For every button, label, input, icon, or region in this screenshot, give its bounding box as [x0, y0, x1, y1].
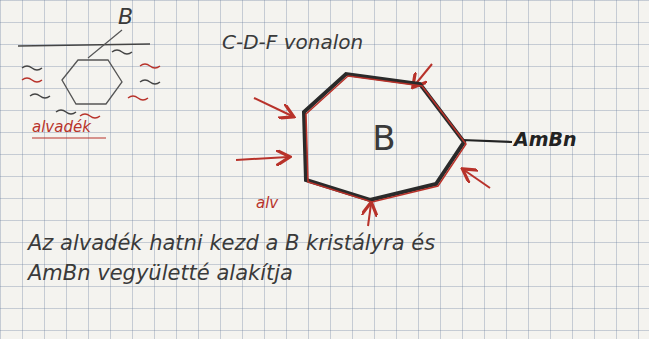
node-label: B: [372, 118, 395, 158]
arrows: [236, 64, 490, 226]
label: alvadék: [32, 118, 91, 136]
crystal-hexagon: B: [300, 72, 468, 204]
line: [88, 30, 122, 58]
small-hexagon: [62, 60, 122, 104]
label: AmBn: [514, 128, 577, 150]
underline: [32, 137, 106, 138]
label: C-D-F vonalon: [222, 30, 363, 54]
tildes: [22, 50, 160, 118]
bond-line: [462, 140, 512, 142]
line: [18, 44, 150, 46]
note-text: Az alvadék hatni kezd a B kristályra és …: [28, 228, 458, 289]
label: alv: [256, 194, 278, 212]
label: B: [118, 4, 133, 29]
